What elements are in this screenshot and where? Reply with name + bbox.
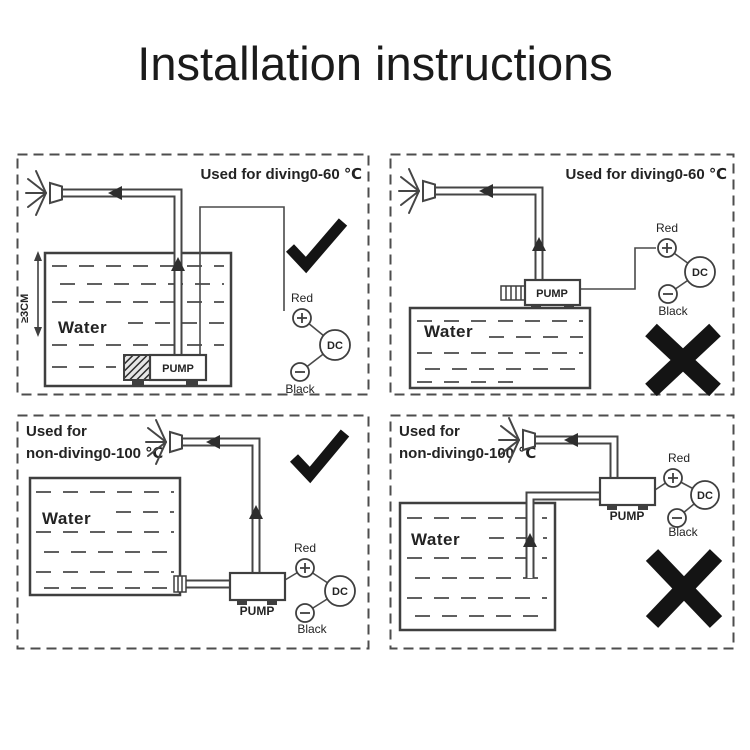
spray-nozzle-icon xyxy=(398,168,436,214)
water-label: Water xyxy=(58,318,107,337)
diagram-diving-correct: Used for diving0-60 ℃ Water ≥3CM xyxy=(16,153,370,396)
flow-arrow-left-icon xyxy=(479,184,493,198)
dc-plug-icon xyxy=(324,575,356,607)
spray-nozzle-icon xyxy=(25,170,63,216)
panel-nondiving-incorrect: Used for non-diving0-100 ℃ Water xyxy=(389,414,735,650)
diagram-nondiving-incorrect: Used for non-diving0-100 ℃ Water xyxy=(389,414,735,650)
water-lines xyxy=(36,491,174,589)
red-label: Red xyxy=(291,291,313,305)
pump-label: PUMP xyxy=(536,288,568,300)
red-label: Red xyxy=(294,541,316,555)
flow-arrow-left-icon xyxy=(206,435,220,449)
spray-nozzle-icon xyxy=(498,417,536,463)
diagram-nondiving-correct: Used for non-diving0-100 ℃ Water xyxy=(16,414,370,650)
red-label: Red xyxy=(668,451,690,465)
dc-label: DC xyxy=(327,340,343,352)
dc-connector: Red DC Black xyxy=(663,451,720,539)
red-label: Red xyxy=(656,221,678,235)
panel-border xyxy=(16,414,370,650)
pump-label: PUMP xyxy=(162,363,194,375)
depth-marker: ≥3CM xyxy=(19,251,42,337)
pump: PUMP xyxy=(228,571,287,618)
pump-label: PUMP xyxy=(610,509,645,523)
panel-header-line1: Used for xyxy=(26,423,87,440)
suction-pipe xyxy=(525,491,600,578)
black-label: Black xyxy=(285,382,315,396)
black-label: Black xyxy=(297,622,327,636)
water-tank: Water xyxy=(28,476,182,597)
dc-plug-icon xyxy=(684,256,716,288)
flow-arrow-up-icon xyxy=(532,237,546,251)
power-wire xyxy=(199,206,336,373)
panel-header-line2: non-diving0-100 ℃ xyxy=(399,445,536,462)
page-title: Installation instructions xyxy=(137,37,613,90)
water-lines xyxy=(417,320,583,383)
flow-arrow-up-icon xyxy=(171,257,185,271)
water-lines xyxy=(407,517,547,617)
dc-connector: Red DC Black xyxy=(285,291,351,396)
outlet-pipe xyxy=(182,437,261,575)
power-wire xyxy=(580,247,701,295)
panel-border xyxy=(389,153,735,396)
cross-mark-icon xyxy=(645,323,721,397)
check-mark-icon xyxy=(289,429,350,484)
panel-diving-correct: Used for diving0-60 ℃ Water ≥3CM xyxy=(16,153,370,396)
pump: PUMP xyxy=(123,353,208,385)
panel-header-line2: non-diving0-100 ℃ xyxy=(26,445,163,462)
water-lines xyxy=(52,265,224,368)
black-label: Black xyxy=(658,304,688,318)
cross-mark-icon xyxy=(645,549,723,628)
water-label: Water xyxy=(424,322,473,341)
dc-label: DC xyxy=(697,490,713,502)
check-mark-icon xyxy=(285,218,348,274)
water-tank: Water xyxy=(398,501,557,632)
black-label: Black xyxy=(668,525,698,539)
dc-plug-icon xyxy=(690,480,720,510)
flow-arrow-left-icon xyxy=(564,433,578,447)
panel-border xyxy=(16,153,370,396)
flow-arrow-left-icon xyxy=(108,186,122,200)
flow-arrow-up-icon xyxy=(249,505,263,519)
panel-nondiving-correct: Used for non-diving0-100 ℃ Water xyxy=(16,414,370,650)
dc-connector: Red DC Black xyxy=(294,541,356,636)
water-tank: Water xyxy=(43,251,233,388)
suction-pipe xyxy=(173,575,234,593)
water-label: Water xyxy=(42,509,91,528)
dc-plug-icon xyxy=(319,329,351,361)
flow-arrow-up-icon xyxy=(523,533,537,547)
panel-header: Used for diving0-60 ℃ xyxy=(200,166,362,183)
pump-label: PUMP xyxy=(240,604,275,618)
dc-label: DC xyxy=(692,267,708,279)
dc-connector: Red DC Black xyxy=(656,221,716,318)
panel-diving-incorrect: Used for diving0-60 ℃ Water xyxy=(389,153,735,397)
depth-label: ≥3CM xyxy=(19,294,31,323)
panel-header-line1: Used for xyxy=(399,423,460,440)
outlet-pipe xyxy=(435,186,544,280)
diagram-diving-incorrect: Used for diving0-60 ℃ Water xyxy=(389,153,735,397)
water-tank: Water xyxy=(408,306,592,390)
pump: PUMP xyxy=(500,278,582,309)
dc-label: DC xyxy=(332,586,348,598)
outlet-pipe xyxy=(62,188,183,355)
spray-nozzle-icon xyxy=(145,419,183,465)
panel-header: Used for diving0-60 ℃ xyxy=(565,166,727,183)
outlet-pipe xyxy=(535,435,619,478)
pump: PUMP xyxy=(598,476,657,523)
water-label: Water xyxy=(411,530,460,549)
